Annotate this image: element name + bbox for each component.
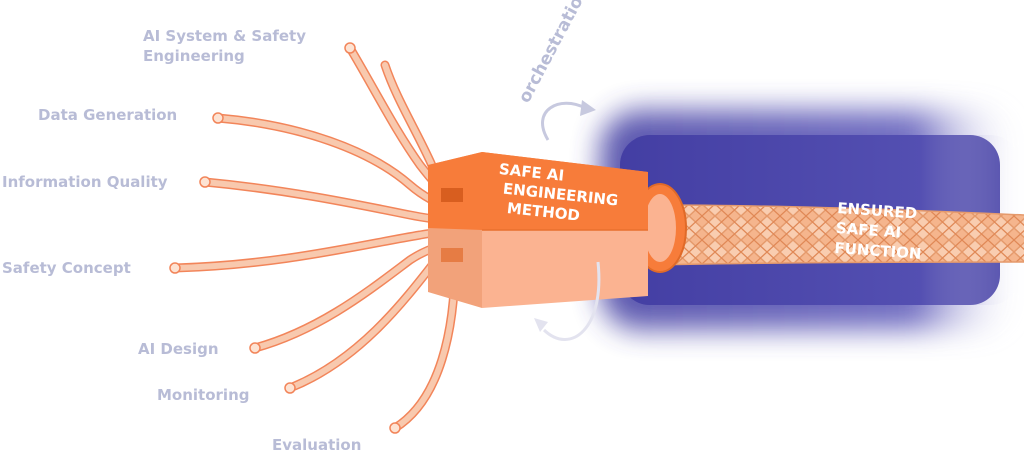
input-label-ai-system: AI System & Safety Engineering: [143, 27, 306, 65]
input-label-data-generation: Data Generation: [38, 106, 178, 124]
input-label-information-quality: Information Quality: [2, 173, 168, 191]
strand-end-cap-4: [169, 262, 181, 274]
strand-end-cap-5: [249, 342, 261, 354]
strand-core-7: [287, 252, 443, 391]
output-title: ENSURED SAFE AI FUNCTION: [834, 198, 925, 264]
braided-rope: [649, 204, 1024, 266]
strand-end-cap-6: [284, 382, 296, 394]
strand-end-cap-2: [212, 112, 224, 124]
strand-end-cap-1: [344, 42, 356, 54]
input-label-evaluation: Evaluation: [272, 436, 362, 454]
input-label-ai-design: AI Design: [138, 340, 219, 358]
orchestration-label: orchestration: [515, 0, 594, 106]
method-block: [428, 152, 687, 308]
input-label-safety-concept: Safety Concept: [2, 259, 131, 277]
input-label-monitoring: Monitoring: [157, 386, 250, 404]
orchestration-arrows: [534, 100, 601, 341]
strand-end-cap-3: [199, 176, 211, 188]
strand-end-cap-7: [389, 422, 401, 434]
input-strands: [169, 42, 463, 434]
